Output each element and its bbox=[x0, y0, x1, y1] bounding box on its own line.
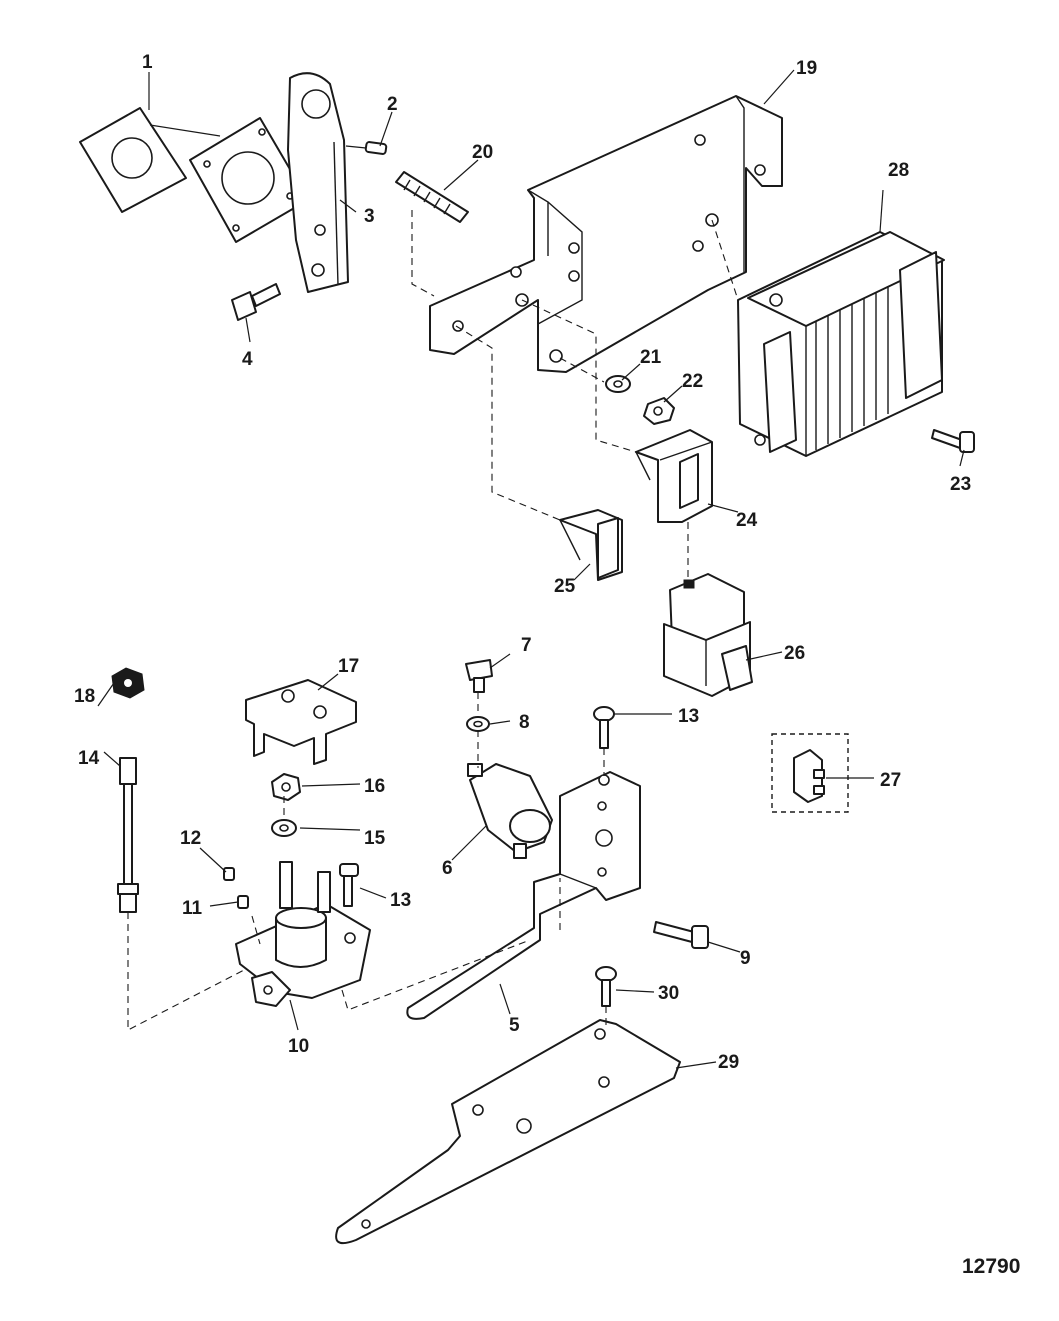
callout-5: 5 bbox=[509, 1015, 520, 1036]
part-17-clamp bbox=[245, 679, 357, 765]
callout-6: 6 bbox=[442, 858, 453, 879]
part-13-screw-right bbox=[593, 706, 615, 749]
callout-10: 10 bbox=[288, 1036, 309, 1057]
part-9-screw bbox=[653, 921, 709, 949]
part-7-screw bbox=[465, 659, 493, 693]
part-21-washer bbox=[605, 375, 631, 393]
part-1-gasket bbox=[79, 107, 309, 243]
part-20-stud bbox=[395, 171, 469, 223]
callout-13-right: 13 bbox=[678, 706, 699, 727]
part-19-main-bracket bbox=[429, 95, 783, 373]
part-29-long-bracket bbox=[335, 1019, 681, 1244]
callout-7: 7 bbox=[521, 635, 532, 656]
part-23-screw bbox=[931, 429, 975, 453]
part-2-screw bbox=[345, 141, 388, 155]
part-27-fuse bbox=[771, 733, 849, 813]
part-11-terminal bbox=[237, 895, 249, 909]
callout-4: 4 bbox=[242, 349, 253, 370]
part-15-washer bbox=[271, 819, 297, 837]
callout-11: 11 bbox=[182, 898, 203, 919]
callout-21: 21 bbox=[640, 347, 662, 368]
part-6-switch bbox=[467, 763, 553, 859]
callout-3: 3 bbox=[364, 206, 375, 227]
part-25-relay-holder bbox=[559, 509, 623, 581]
callout-1: 1 bbox=[142, 52, 153, 73]
part-10-solenoid bbox=[235, 861, 371, 1007]
callout-25: 25 bbox=[554, 576, 576, 597]
part-22-nut bbox=[643, 397, 675, 425]
callout-26: 26 bbox=[784, 643, 805, 664]
callout-13-left: 13 bbox=[390, 890, 411, 911]
part-13-screw-left bbox=[339, 863, 359, 907]
part-18-nut bbox=[111, 667, 145, 699]
assembly-lines bbox=[127, 210, 739, 1031]
callout-2: 2 bbox=[387, 94, 398, 115]
part-4-bolt bbox=[231, 283, 281, 321]
callout-16: 16 bbox=[364, 776, 385, 797]
callout-24: 24 bbox=[736, 510, 758, 531]
callout-22: 22 bbox=[682, 371, 703, 392]
part-28-control-module bbox=[737, 189, 945, 457]
part-30-screw bbox=[595, 966, 617, 1007]
callout-8: 8 bbox=[519, 712, 530, 733]
figure-number: 12790 bbox=[962, 1255, 1020, 1278]
callout-27: 27 bbox=[880, 770, 901, 791]
callout-15: 15 bbox=[364, 828, 386, 849]
part-26-relay bbox=[663, 573, 753, 697]
part-14-stud bbox=[117, 757, 139, 913]
part-16-nut bbox=[271, 773, 301, 801]
callout-23: 23 bbox=[950, 474, 971, 495]
part-5-bracket bbox=[406, 771, 641, 1020]
callout-9: 9 bbox=[740, 948, 751, 969]
callout-28: 28 bbox=[888, 160, 909, 181]
part-24-relay-holder bbox=[635, 429, 713, 523]
part-12-terminal bbox=[223, 867, 235, 881]
part-8-washer bbox=[466, 716, 490, 732]
callout-30: 30 bbox=[658, 983, 679, 1004]
callout-20: 20 bbox=[472, 142, 493, 163]
callout-12: 12 bbox=[180, 828, 201, 849]
callout-17: 17 bbox=[338, 656, 359, 677]
part-3-bracket bbox=[287, 72, 349, 293]
callout-labels: 1 2 3 4 5 6 7 8 9 10 11 12 13 13 14 15 1… bbox=[74, 52, 971, 1073]
leader-lines bbox=[97, 69, 965, 1069]
callout-19: 19 bbox=[796, 58, 817, 79]
callout-14: 14 bbox=[78, 748, 100, 769]
callout-18: 18 bbox=[74, 686, 95, 707]
callout-29: 29 bbox=[718, 1052, 739, 1073]
